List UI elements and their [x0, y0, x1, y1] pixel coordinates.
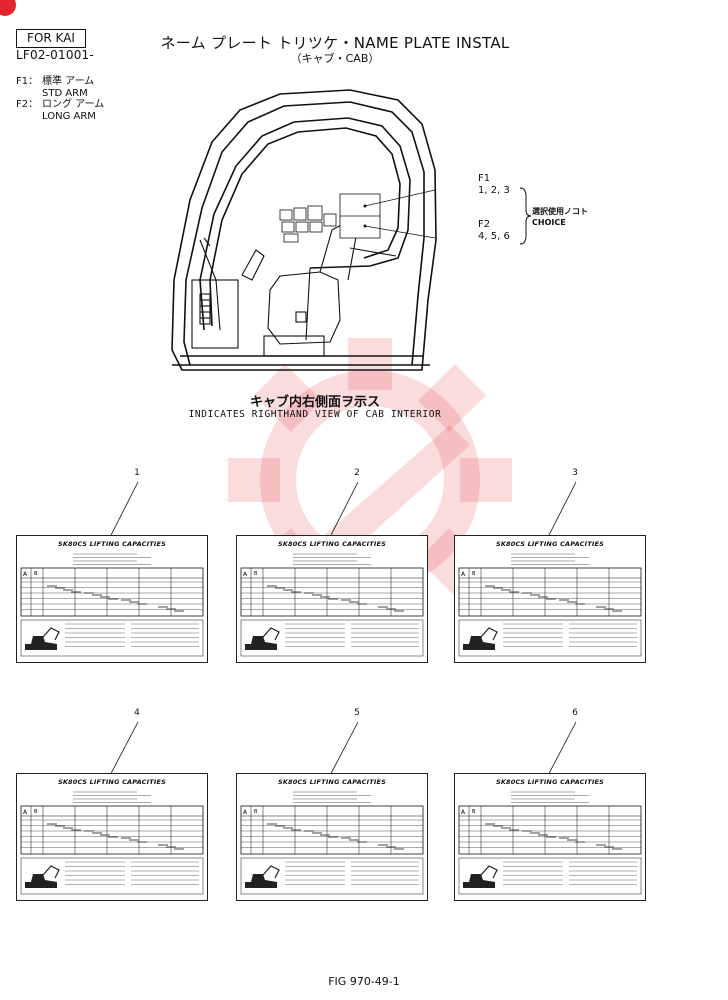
- callout-f1-label: F1: [478, 173, 491, 184]
- plate-title: SK80CS LIFTING CAPACITIES: [277, 540, 387, 548]
- option-f1-key: F1：: [16, 76, 39, 87]
- plate-number: 1: [134, 468, 140, 478]
- page-subtitle: （キャブ・CAB）: [290, 52, 380, 65]
- choice-bracket: [519, 187, 532, 245]
- plate-title: SK80CS LIFTING CAPACITIES: [495, 778, 605, 786]
- callout-f2-items: 4, 5, 6: [478, 231, 510, 242]
- plate-title: SK80CS LIFTING CAPACITIES: [495, 540, 605, 548]
- option-f2-key: F2：: [16, 99, 39, 110]
- svg-text:B: B: [472, 809, 476, 815]
- callout-f2-label: F2: [478, 219, 491, 230]
- option-f2-jp: ロング アーム: [42, 99, 105, 110]
- option-f1-en: STD ARM: [42, 88, 88, 99]
- option-f1: F1：標準 アーム STD ARM: [16, 76, 94, 100]
- plate-number: 5: [354, 708, 360, 718]
- svg-text:A: A: [243, 809, 248, 816]
- plate-leader-line: [543, 721, 577, 784]
- svg-text:A: A: [461, 571, 466, 578]
- callout-f1-items: 1, 2, 3: [478, 185, 510, 196]
- part-code: LF02-01001-: [16, 48, 94, 62]
- callout-f2: F2 4, 5, 6: [478, 219, 510, 243]
- corner-logo-mark: [0, 0, 16, 16]
- svg-text:A: A: [461, 809, 466, 816]
- page-title: ネーム プレート トリツケ・NAME PLATE INSTAL: [160, 34, 510, 52]
- svg-text:A: A: [243, 571, 248, 578]
- svg-text:B: B: [472, 571, 476, 577]
- plate-title: SK80CS LIFTING CAPACITIES: [57, 778, 167, 786]
- option-f2: F2：ロング アーム LONG ARM: [16, 99, 104, 123]
- option-f2-en: LONG ARM: [42, 111, 96, 122]
- svg-text:A: A: [23, 571, 28, 578]
- for-kai-label: FOR KAI: [16, 29, 86, 48]
- plate-leader-line: [543, 481, 577, 546]
- svg-text:A: A: [23, 809, 28, 816]
- callout-f1: F1 1, 2, 3: [478, 173, 510, 197]
- caption-jp: キャブ内右側面ヲ示ス: [249, 395, 380, 410]
- plate-number: 3: [572, 468, 578, 478]
- plate-number: 6: [572, 708, 578, 718]
- plate-leader-line: [105, 721, 139, 784]
- cab-interior-drawing: [171, 89, 437, 371]
- svg-text:B: B: [34, 571, 38, 577]
- figure-number: FIG 970-49-1: [328, 975, 400, 988]
- plate-number: 2: [354, 468, 360, 478]
- choice-note-jp: 選択使用ノコト: [532, 207, 588, 216]
- svg-text:B: B: [254, 809, 258, 815]
- plate-title: SK80CS LIFTING CAPACITIES: [57, 540, 167, 548]
- plate-title: SK80CS LIFTING CAPACITIES: [277, 778, 387, 786]
- svg-text:B: B: [34, 809, 38, 815]
- option-f1-jp: 標準 アーム: [42, 76, 95, 87]
- plate-leader-line: [325, 481, 359, 546]
- plate-leader-line: [325, 721, 359, 784]
- plate-leader-line: [105, 481, 139, 546]
- plate-number: 4: [134, 708, 140, 718]
- svg-text:B: B: [254, 571, 258, 577]
- caption-en: INDICATES RIGHTHAND VIEW OF CAB INTERIOR: [188, 409, 442, 420]
- choice-note-en: CHOICE: [532, 218, 566, 227]
